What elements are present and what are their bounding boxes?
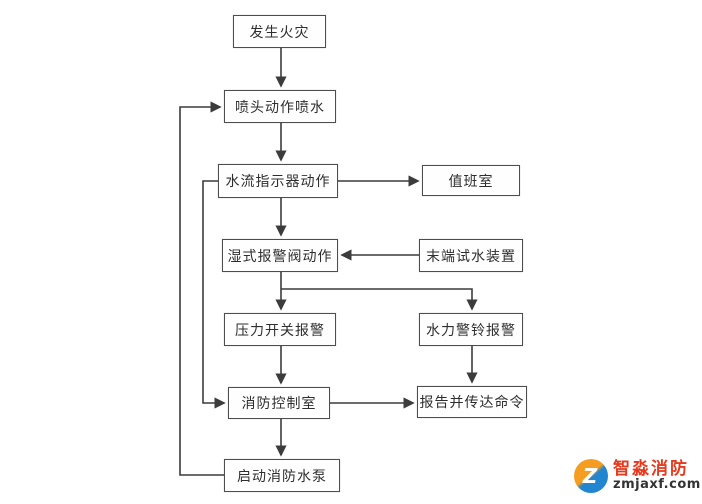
node-sprinkler-discharge: 喷头动作喷水 [224,90,336,123]
node-pressure-switch: 压力开关报警 [224,313,336,346]
brand-logo-icon: Z [574,459,608,493]
node-report-orders: 报告并传达命令 [417,386,527,418]
connector-start-fire-pump--sprinkler-discharge [179,101,224,476]
logo-letter: Z [582,464,598,488]
node-hydraulic-alarm-bell: 水力警铃报警 [419,313,523,346]
node-fire-occurs: 发生火灾 [233,15,326,48]
connector-wet-alarm-valve--hydraulic-alarm-bell [281,288,478,311]
brand-name: 智淼消防 [613,458,689,479]
node-end-test-device: 末端试水装置 [419,239,523,272]
brand-text-block: 智淼消防 zmjaxf.com [613,458,701,493]
node-duty-room: 值班室 [422,165,520,196]
brand-logo[interactable]: Z 智淼消防 zmjaxf.com [574,459,701,493]
node-start-fire-pump: 启动消防水泵 [224,459,340,492]
brand-website: zmjaxf.com [613,477,701,493]
node-fire-control-room: 消防控制室 [228,387,330,419]
node-flow-indicator: 水流指示器动作 [218,164,338,198]
connector-flow-indicator--fire-control-room [202,180,226,409]
node-wet-alarm-valve: 湿式报警阀动作 [222,239,338,272]
